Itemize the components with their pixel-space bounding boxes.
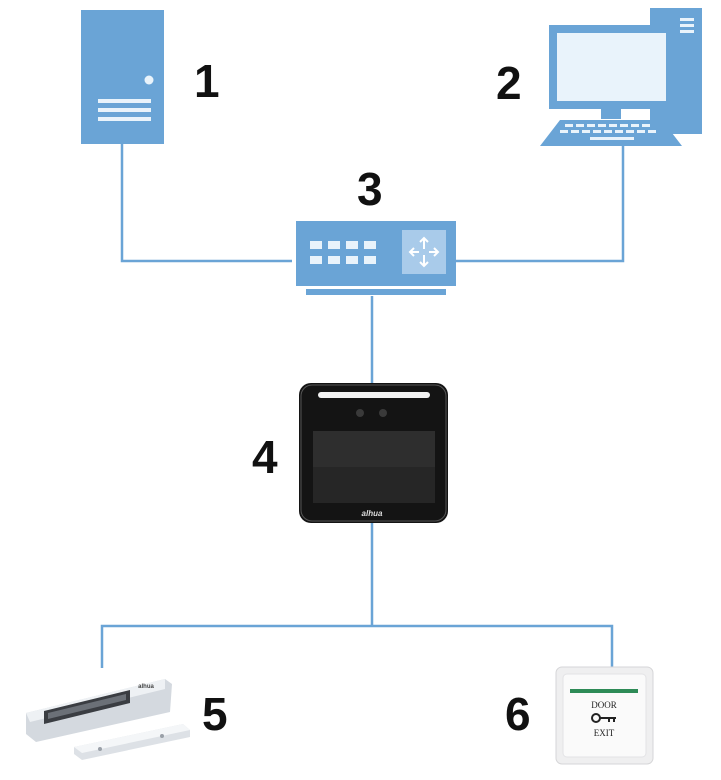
terminal-brand-logo: alhua <box>362 509 383 518</box>
label-terminal: 4 <box>252 431 278 483</box>
label-switch: 3 <box>357 163 383 215</box>
key-icon <box>591 713 616 723</box>
button-exit-text: EXIT <box>594 728 615 738</box>
switch-icon <box>296 221 456 295</box>
button-door-text: DOOR <box>591 700 617 710</box>
label-lock: 5 <box>202 688 228 740</box>
label-pc: 2 <box>496 57 522 109</box>
label-server: 1 <box>194 55 220 107</box>
server-icon <box>81 10 164 144</box>
exit-button-icon: DOOR EXIT <box>555 666 654 765</box>
line-server-switch <box>120 144 292 263</box>
lock-brand-logo: alhua <box>138 684 154 690</box>
line-bus <box>100 624 614 668</box>
line-pc-switch <box>456 142 625 263</box>
magnetic-lock-icon: alhua <box>26 679 190 760</box>
pc-icon <box>540 8 702 146</box>
label-exit-button: 6 <box>505 688 531 740</box>
terminal-icon: alhua <box>299 383 448 523</box>
connection-lines <box>100 142 625 668</box>
switch-arrows-icon <box>408 236 440 268</box>
